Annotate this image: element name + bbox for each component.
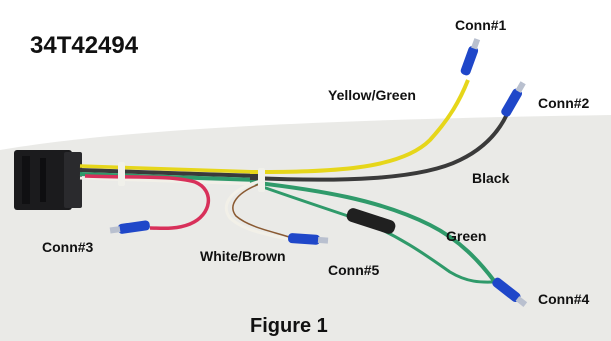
wire-black xyxy=(249,111,510,182)
inline-fuse-holder xyxy=(346,208,396,234)
main-connector-housing xyxy=(14,150,82,210)
wire-red xyxy=(84,174,211,231)
conn1-label: Conn#1 xyxy=(455,17,507,33)
conn4-label: Conn#4 xyxy=(538,291,590,307)
conn2-label: Conn#2 xyxy=(538,95,590,111)
wire-yellow-green xyxy=(249,79,470,174)
terminal-conn2 xyxy=(501,81,526,117)
part-number: 34T42494 xyxy=(30,32,139,59)
terminal-conn1 xyxy=(460,38,481,76)
wire-green xyxy=(249,180,497,284)
table-surface-shading xyxy=(0,115,611,341)
terminal-conn4 xyxy=(492,277,528,307)
conn5-label: Conn#5 xyxy=(328,262,380,278)
white-brown-wire-label: White/Brown xyxy=(200,248,286,264)
cable-tie xyxy=(118,162,125,186)
conn3-label: Conn#3 xyxy=(42,239,94,255)
yellow-green-wire-label: Yellow/Green xyxy=(328,87,416,103)
terminal-conn5 xyxy=(288,233,329,245)
terminal-conn3 xyxy=(109,220,150,234)
figure-caption: Figure 1 xyxy=(250,315,328,337)
green-wire-label: Green xyxy=(446,228,487,244)
wire-white-brown xyxy=(224,178,293,242)
black-wire-label: Black xyxy=(472,170,510,186)
cable-tie xyxy=(258,168,265,192)
